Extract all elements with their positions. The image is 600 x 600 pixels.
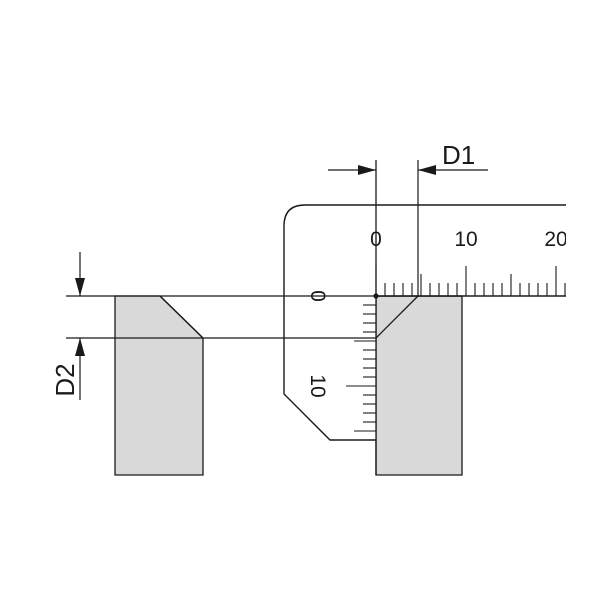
d1-arrow-left: [358, 165, 376, 175]
d2-label: D2: [50, 363, 80, 396]
vertical-scale: [346, 295, 376, 432]
v-tick-label-10: 10: [306, 374, 329, 397]
contact-point: [373, 293, 379, 299]
h-tick-label-20: 20: [544, 228, 567, 251]
d1-label: D1: [442, 140, 475, 170]
chamfer-right: [375, 295, 419, 339]
d2-arrow-top: [75, 278, 85, 296]
v-tick-label-0: 0: [306, 290, 329, 302]
workpiece-left: [114, 295, 204, 476]
h-tick-label-10: 10: [454, 228, 477, 251]
gauge-body: [284, 205, 566, 440]
h-tick-label-0: 0: [370, 228, 382, 251]
d1-arrow-right: [418, 165, 436, 175]
workpiece-right: [375, 295, 463, 476]
horizontal-scale: [375, 266, 566, 296]
chamfer-left: [159, 295, 204, 339]
d2-arrow-bottom: [75, 338, 85, 356]
